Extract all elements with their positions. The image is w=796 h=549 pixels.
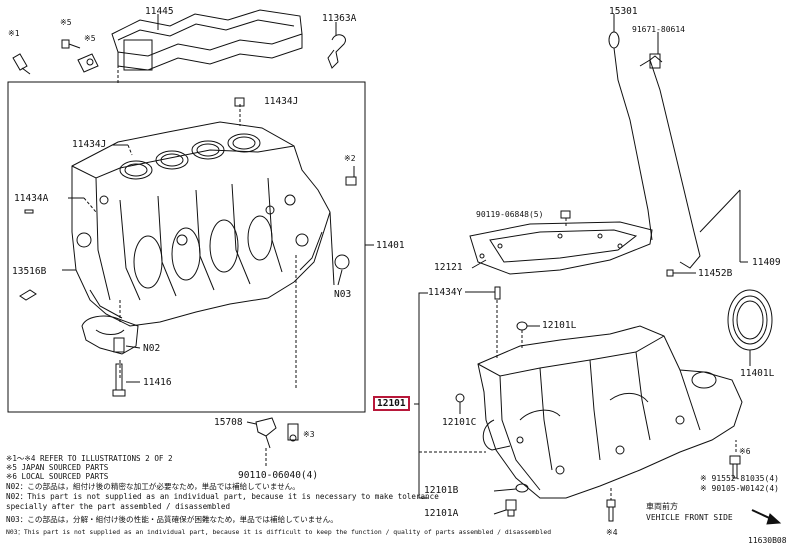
label-12101c[interactable]: 12101C [442, 417, 477, 428]
oil-pan-baffle-12121 [469, 221, 653, 275]
label-n03[interactable]: N03 [334, 289, 352, 300]
figure-id: 11630B08 [748, 536, 787, 545]
label-13516b[interactable]: 13516B [12, 266, 47, 277]
note-line-5: N02：This part is not supplied as an indi… [6, 492, 439, 501]
note-line-4: N02：この部品は，組付け後の精密な加工が必要なため，単品では補給していません。 [6, 482, 300, 491]
label-s3: ※3 [303, 430, 315, 439]
label-15708[interactable]: 15708 [214, 417, 243, 428]
bearing-cap-n02 [81, 315, 139, 355]
bolt-11416 [112, 363, 126, 397]
label-s6: ※6 [739, 447, 751, 456]
vehicle-front-jp: 車両前方 [646, 502, 678, 511]
label-11401l[interactable]: 11401L [740, 368, 775, 379]
label-11434j-mid[interactable]: 11434J [72, 139, 107, 150]
bolt-91552 [729, 455, 741, 479]
label-n02[interactable]: N02 [143, 343, 161, 354]
label-90110-06040[interactable]: 90110-06040(4) [238, 470, 319, 481]
dipstick-guide-11409 [639, 53, 701, 269]
vehicle-front-en: VEHICLE FRONT SIDE [646, 513, 733, 522]
cylinder-block [71, 121, 331, 327]
bolt-s4 [606, 499, 616, 522]
bolt-s5 [61, 39, 81, 49]
label-15301[interactable]: 15301 [609, 6, 638, 17]
label-91552-81035[interactable]: ※ 91552-81035(4) [700, 474, 779, 483]
label-s5-second: ※5 [84, 34, 96, 43]
label-11416[interactable]: 11416 [143, 377, 172, 388]
sensor-part-s1 [12, 53, 31, 75]
clip-11363a [327, 34, 346, 69]
label-11401[interactable]: 11401 [376, 240, 405, 251]
label-s5-top: ※5 [60, 18, 72, 27]
label-11445[interactable]: 11445 [145, 6, 174, 17]
label-12121[interactable]: 12121 [434, 262, 463, 273]
label-s1: ※1 [8, 29, 20, 38]
note-line-7: N03：この部品は，分解・組付け後の性能・品質確保が困難なため，単品では補給して… [6, 515, 338, 524]
gasket-11445 [111, 9, 303, 71]
label-11409[interactable]: 11409 [752, 257, 781, 268]
label-s2: ※2 [344, 154, 356, 163]
label-11363a[interactable]: 11363A [322, 13, 357, 24]
label-11434a[interactable]: 11434A [14, 193, 49, 204]
label-90105-w0142[interactable]: ※ 90105-W0142(4) [700, 484, 779, 493]
label-s4: ※4 [606, 528, 618, 537]
cylinder-block-group-frame [7, 81, 366, 413]
oil-seal-11401l [727, 289, 773, 351]
label-11434y[interactable]: 11434Y [428, 287, 463, 298]
note-line-6: specially after the part assembled / dis… [6, 502, 231, 511]
note-line-1: ※1～※4 REFER TO ILLUSTRATIONS 2 OF 2 [6, 454, 173, 463]
note-line-2: ※5 JAPAN SOURCED PARTS [6, 463, 109, 472]
label-12101b[interactable]: 12101B [424, 485, 459, 496]
plug-n03 [334, 254, 350, 270]
note-line-3: ※6 LOCAL SOURCED PARTS [6, 472, 109, 481]
label-11452b[interactable]: 11452B [698, 268, 733, 279]
label-11434j-top[interactable]: 11434J [264, 96, 299, 107]
drain-plug-12101a [505, 499, 517, 517]
label-12101l[interactable]: 12101L [542, 320, 577, 331]
note-line-8: N03：This part is not supplied as an indi… [6, 528, 552, 536]
label-91671-80614[interactable]: 91671-80614 [632, 25, 685, 34]
sensor-s3 [287, 423, 299, 442]
oil-pan-12101 [477, 325, 743, 499]
label-12101a[interactable]: 12101A [424, 508, 459, 519]
sensor-part-top [77, 53, 99, 73]
gasket-12101b [515, 483, 529, 493]
label-12101-selected[interactable]: 12101 [373, 396, 410, 411]
bracket-15708 [255, 417, 277, 449]
label-90119-06848[interactable]: 90119-06848(5) [476, 210, 544, 219]
